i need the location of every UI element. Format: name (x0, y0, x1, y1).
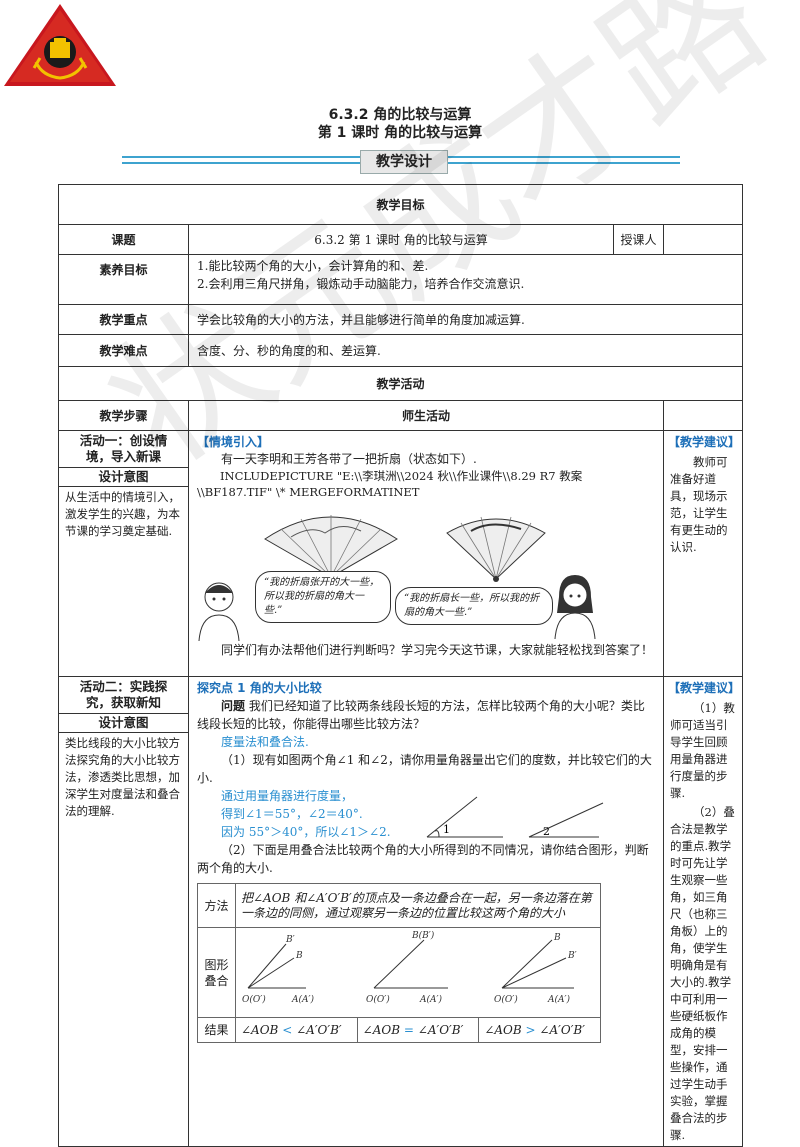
right-speech-bubble: “我的折扇长一些，所以我的折扇的角大一些.” (395, 587, 553, 625)
question-2: （2）下面是用叠合法比较两个角的大小所得到的不同情况，请你结合图形，判断两个角的… (197, 843, 649, 875)
question-label: 问题 (221, 699, 246, 713)
angle-1-label: 1 (443, 823, 450, 836)
result-2-left: ∠AOB (362, 1023, 401, 1037)
topic-label: 课题 (58, 224, 189, 255)
topic-value: 6.3.2 第 1 课时 角的比较与运算 (188, 224, 614, 255)
literacy-label: 素养目标 (58, 254, 189, 305)
method-text: 把∠AOB 和∠A′O′B′的顶点及一条边叠合在一起，另一条边落在第一条边的同侧… (235, 883, 601, 928)
activities-heading: 教学活动 (57, 366, 744, 401)
fig1-O: O(O′) (242, 994, 266, 1005)
methods-answer: 度量法和叠合法. (221, 735, 309, 749)
answer-1-line1: 通过用量角器进行度量， (221, 789, 354, 803)
activity1-section-tag: 【情境引入】 (197, 435, 270, 449)
angle-2-figure: 2 (528, 802, 604, 838)
blank-header-cell (662, 400, 744, 431)
fig2-BB: B(B′) (411, 930, 435, 941)
teacher-student-label: 师生活动 (188, 400, 664, 431)
fig2-A: A(A′) (419, 994, 443, 1005)
question-text: 我们已经知道了比较两条线段长短的方法，怎样比较两个角的大小呢？类比线段长短的比较… (197, 699, 645, 731)
method-label: 方法 (197, 883, 236, 928)
lesson-table: 教学目标 课题 6.3.2 第 1 课时 角的比较与运算 授课人 素养目标 1.… (57, 184, 744, 1147)
section-banner: 教学设计 (360, 150, 448, 174)
angle-2-label: 2 (543, 825, 550, 838)
fig2-O: O(O′) (366, 994, 390, 1005)
difficulty-label: 教学难点 (58, 334, 189, 367)
fig1-Bp: B′ (285, 935, 295, 945)
fig3-O: O(O′) (494, 994, 518, 1005)
teacher-label: 授课人 (613, 224, 664, 255)
lesson-title: 6.3.2 角的比较与运算 (328, 107, 472, 123)
goals-heading: 教学目标 (57, 184, 744, 225)
point-title: 探究点 1 角的大小比较 (197, 681, 322, 695)
result-3-right: ∠A′O′B′ (539, 1023, 585, 1037)
result-3-op: > (525, 1023, 536, 1037)
figure-label: 图形叠合 (197, 927, 236, 1018)
lesson-subtitle: 第 1 课时 角的比较与运算 (317, 125, 483, 141)
overlay-method-table: 方法 把∠AOB 和∠A′O′B′的顶点及一条边叠合在一起，另一条边落在第一条边… (197, 883, 601, 1043)
result-2-op: = (403, 1023, 414, 1037)
teacher-value (662, 224, 744, 255)
activity2-design-label: 设计意图 (59, 713, 188, 733)
answer-1-line3: 因为 55°＞40°，所以∠1＞∠2. (221, 825, 391, 839)
result-1-op: < (282, 1023, 293, 1037)
activity1-closing: 同学们有办法帮他们进行判断吗？学习完今天这节课，大家就能轻松找到答案了！ (221, 643, 654, 657)
activity1-field-code: INCLUDEPICTURE "E:\\李琪洲\\2024 秋\\作业课件\\8… (197, 469, 583, 499)
boy-figure (198, 582, 240, 641)
difficulty-value: 含度、分、秒的角度的和、差运算. (187, 334, 744, 367)
activity1-suggest-text: 教师可准备好道具，现场示范，让学生有更生动的认识. (670, 455, 728, 554)
activity1-suggest-tag: 【教学建议】 (668, 435, 741, 449)
right-fan-image (446, 516, 546, 582)
girl-figure (554, 575, 596, 639)
question-1: （1）现有如图两个角∠1 和∠2，请你用量角器量出它们的度数，并比较它们的大小. (197, 753, 652, 785)
school-logo (4, 4, 116, 86)
activity2-name: 活动二：实践探究，获取新知 (79, 679, 168, 710)
literacy-line-2: 2.会利用三角尺拼角，锻炼动手动脑能力，培养合作交流意识. (197, 277, 525, 291)
result-2-right: ∠A′O′B′ (417, 1023, 464, 1037)
step-label: 教学步骤 (58, 400, 189, 431)
key-value: 学会比较角的大小的方法，并且能够进行简单的角度加减运算. (187, 304, 744, 335)
answer-1-line2: 得到∠1＝55°，∠2＝40°. (221, 807, 363, 821)
literacy-line-1: 1.能比较两个角的大小，会计算角的和、差. (197, 259, 429, 273)
result-1-right: ∠A′O′B′ (296, 1023, 342, 1037)
activity2-design-text: 类比线段的大小比较方法探究角的大小比较方法，渗透类比思想，加深学生对度量法和叠合… (65, 736, 180, 818)
result-3-left: ∠AOB (484, 1023, 522, 1037)
angle-1-figure: 1 (426, 796, 503, 838)
fig3-A: A(A′) (547, 994, 571, 1005)
fig1-B: B (295, 951, 303, 961)
activity1-line1: 有一天李明和王芳各带了一把折扇（状态如下）. (221, 452, 477, 466)
key-label: 教学重点 (58, 304, 189, 335)
result-label: 结果 (197, 1017, 236, 1043)
activity2-suggest-text1: （1）教师可适当引导学生回顾用量角器进行度量的步骤. (670, 701, 735, 800)
activity1-design-text: 从生活中的情境引入，激发学生的兴趣，为本节课的学习奠定基础. (65, 490, 180, 538)
left-speech-bubble: “我的折扇张开的大一些，所以我的折扇的角大一些.” (255, 571, 391, 623)
result-1-left: ∠AOB (241, 1023, 279, 1037)
fig3-B: B (553, 933, 561, 943)
fig1-A: A(A′) (291, 994, 315, 1005)
overlay-figures: B′ B O(O′) A(A′) B(B′) O(O′) A(A′) B (242, 930, 577, 1005)
activity2-suggest-tag: 【教学建议】 (668, 681, 741, 695)
activity1-name: 活动一：创设情境，导入新课 (79, 433, 168, 464)
activity1-design-label: 设计意图 (59, 467, 188, 487)
activity2-suggest-text2: （2）叠合法是教学的重点.教学时可先让学生观察一些角，如三角尺（也称三角板）上的… (670, 805, 735, 1142)
fig3-Bp: B′ (567, 951, 577, 961)
